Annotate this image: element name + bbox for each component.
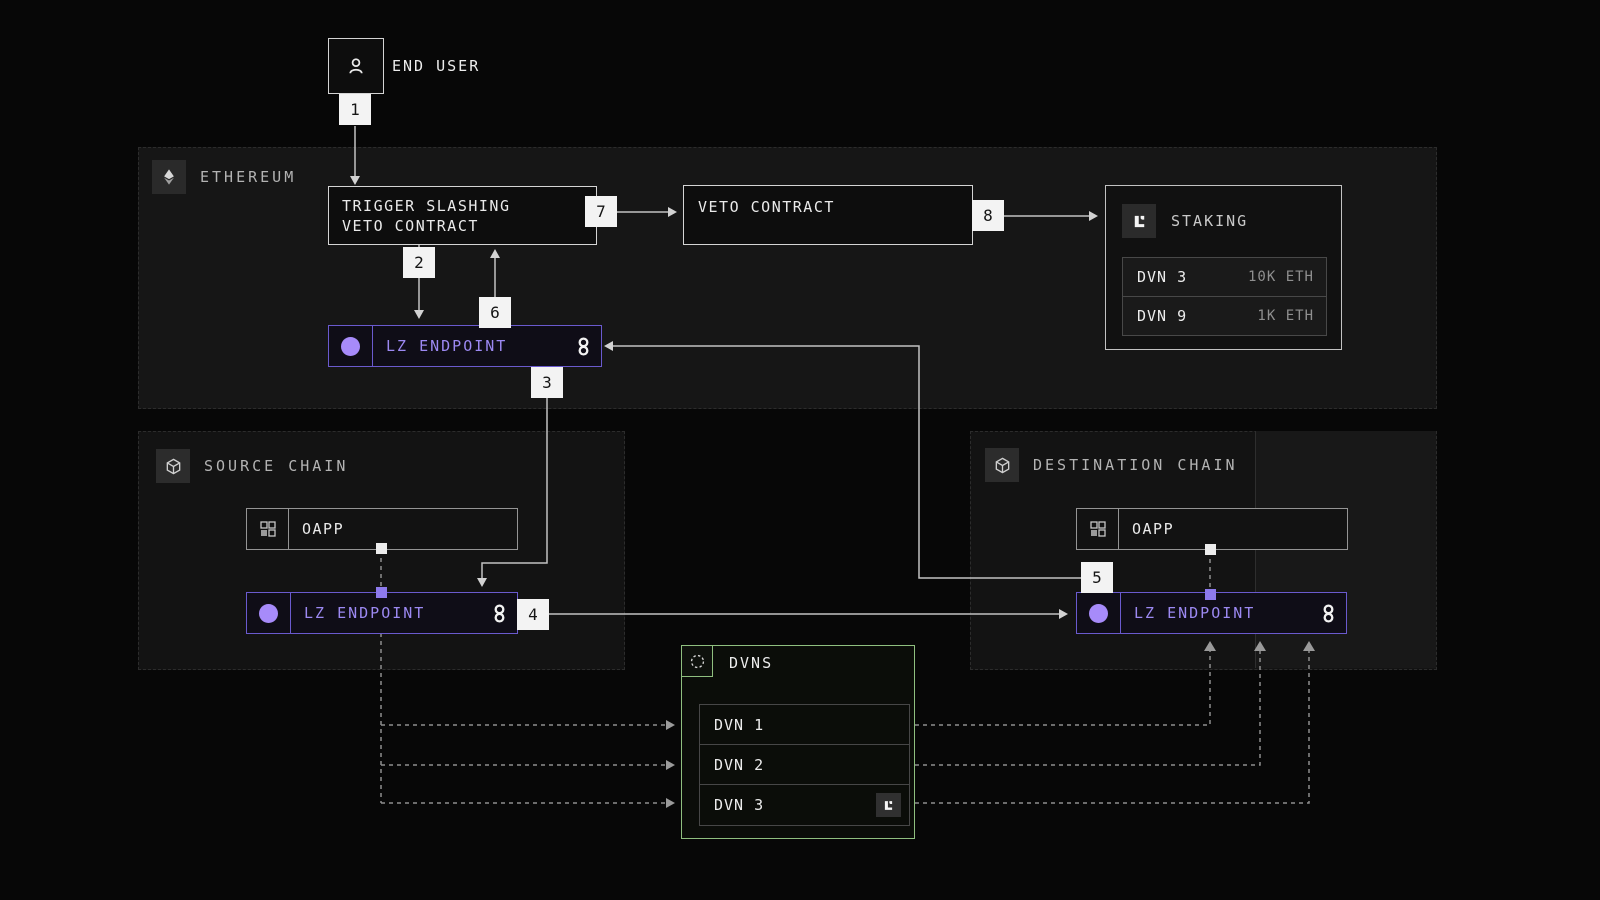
loop-icon	[1322, 593, 1346, 633]
staking-box: STAKING DVN 3 10K ETH DVN 9 1K ETH	[1105, 185, 1342, 350]
trigger-line-1: TRIGGER SLASHING	[342, 196, 511, 215]
destination-endpoint-connector	[1205, 589, 1216, 600]
end-user-box	[328, 38, 384, 94]
end-user-label: END USER	[392, 57, 481, 75]
ethereum-header: ETHEREUM	[152, 160, 296, 194]
dvn-table: DVN 1 DVN 2 DVN 3	[699, 704, 910, 826]
step-1-badge: 1	[339, 94, 371, 125]
staking-row-stake: 10K ETH	[1247, 269, 1314, 285]
step-3-badge: 3	[531, 367, 563, 398]
cube-icon	[156, 449, 190, 483]
veto-contract-box: VETO CONTRACT	[683, 185, 973, 245]
step-5-badge: 5	[1081, 562, 1113, 593]
staking-title: STAKING	[1171, 212, 1249, 230]
source-lz-endpoint: LZ ENDPOINT	[246, 592, 518, 634]
layerzero-logo-icon	[876, 793, 901, 817]
step-8-badge: 8	[972, 200, 1004, 231]
dvn-row: DVN 3	[700, 785, 909, 825]
loop-icon	[493, 593, 517, 633]
step-2-badge: 2	[403, 247, 435, 278]
destination-oapp-connector	[1205, 544, 1216, 555]
destination-chain-title: DESTINATION CHAIN	[1033, 456, 1238, 474]
layerzero-logo-icon	[1122, 204, 1156, 238]
source-oapp-label: OAPP	[302, 520, 345, 538]
trigger-line-2: VETO CONTRACT	[342, 216, 479, 235]
endpoint-dot-cell	[247, 593, 291, 633]
dvn-row-name: DVN 2	[714, 755, 765, 774]
dvn-row-name: DVN 1	[714, 715, 765, 734]
source-chain-header: SOURCE CHAIN	[156, 449, 348, 483]
veto-contract-label: VETO CONTRACT	[698, 198, 835, 216]
grid-icon	[1077, 509, 1119, 549]
destination-oapp-box: OAPP	[1076, 508, 1348, 550]
dashed-circle-icon	[689, 653, 706, 670]
destination-endpoint-label: LZ ENDPOINT	[1134, 604, 1256, 622]
person-icon	[345, 55, 367, 77]
step-7-badge: 7	[585, 196, 617, 227]
staking-row: DVN 3 10K ETH	[1123, 258, 1326, 297]
source-endpoint-label: LZ ENDPOINT	[304, 604, 426, 622]
source-endpoint-connector	[376, 587, 387, 598]
staking-row-name: DVN 9	[1137, 307, 1188, 325]
source-oapp-connector	[376, 543, 387, 554]
trigger-slashing-veto-contract-box: TRIGGER SLASHING VETO CONTRACT	[328, 186, 597, 245]
dvns-box: DVNS DVN 1 DVN 2 DVN 3	[681, 645, 915, 839]
staking-row-stake: 1K ETH	[1257, 308, 1314, 324]
purple-dot-icon	[341, 336, 360, 356]
ethereum-lz-endpoint: LZ ENDPOINT	[328, 325, 602, 367]
source-chain-title: SOURCE CHAIN	[204, 457, 349, 475]
endpoint-dot-cell	[329, 326, 373, 366]
cube-icon	[985, 448, 1019, 482]
grid-icon	[247, 509, 289, 549]
loop-icon	[577, 326, 601, 366]
destination-chain-header: DESTINATION CHAIN	[985, 448, 1238, 482]
staking-row: DVN 9 1K ETH	[1123, 297, 1326, 335]
step-4-badge: 4	[517, 599, 549, 630]
purple-dot-icon	[1089, 603, 1108, 623]
staking-row-name: DVN 3	[1137, 268, 1188, 286]
dvn-row-name: DVN 3	[714, 796, 765, 814]
endpoint-dot-cell	[1077, 593, 1121, 633]
dvns-header-icon	[681, 645, 713, 677]
step-6-badge: 6	[479, 297, 511, 328]
ethereum-endpoint-label: LZ ENDPOINT	[386, 337, 508, 355]
staking-table: DVN 3 10K ETH DVN 9 1K ETH	[1122, 257, 1327, 336]
purple-dot-icon	[259, 603, 278, 623]
dvn-row: DVN 2	[700, 745, 909, 785]
ethereum-icon	[152, 160, 186, 194]
destination-oapp-label: OAPP	[1132, 520, 1175, 538]
dvn-row: DVN 1	[700, 705, 909, 745]
ethereum-title: ETHEREUM	[200, 168, 297, 186]
dvns-title: DVNS	[729, 654, 774, 672]
